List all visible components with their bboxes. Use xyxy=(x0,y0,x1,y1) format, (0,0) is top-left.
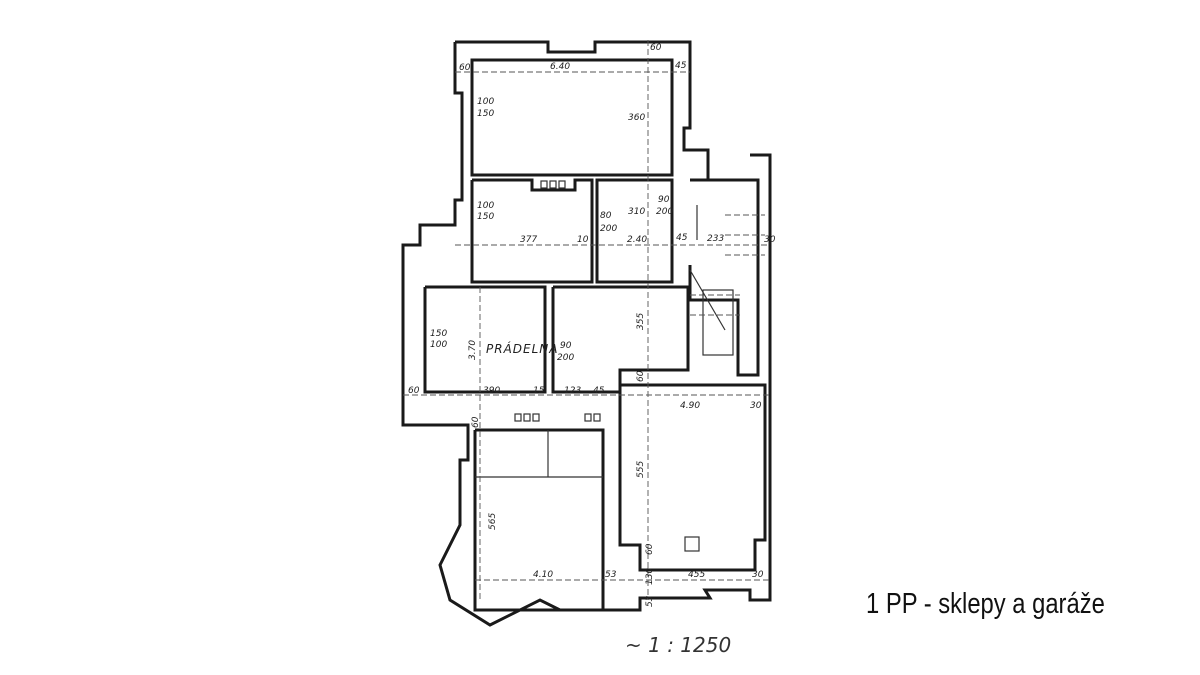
dim: 390 xyxy=(483,386,500,396)
dim: 2.40 xyxy=(627,235,647,245)
dim: 60 xyxy=(636,370,646,382)
dimension-labels: 60 6.40 60 45 100 150 360 100 150 377 10… xyxy=(408,43,776,607)
dim: 30 xyxy=(752,570,764,580)
dim: 53 xyxy=(605,570,617,580)
room-label-pradelna: PRÁDELNA xyxy=(486,341,558,356)
stairs xyxy=(689,205,765,356)
dim: 60 xyxy=(471,416,481,428)
dim: 3.70 xyxy=(468,340,478,360)
dim: 100 xyxy=(477,201,494,211)
dim: 555 xyxy=(636,461,646,478)
room-middle-right xyxy=(595,178,674,284)
dim: 565 xyxy=(488,513,498,530)
dim: 60 xyxy=(408,386,420,396)
dim: 45 xyxy=(675,61,687,71)
dim: 123 xyxy=(564,386,581,396)
plan-caption: 1 PP - sklepy a garáže xyxy=(866,588,1105,620)
dim: 80 xyxy=(600,211,612,221)
dim: 150 xyxy=(477,109,494,119)
dim: 45 xyxy=(676,233,688,243)
dim: 30 xyxy=(750,401,762,411)
dim: 100 xyxy=(477,97,494,107)
dim: 455 xyxy=(688,570,705,580)
dim: 60 xyxy=(459,63,471,73)
dim: 4.10 xyxy=(533,570,553,580)
dim: 100 xyxy=(430,340,447,350)
room-pradelna xyxy=(423,285,547,394)
dim: 310 xyxy=(628,207,645,217)
dim: 15 xyxy=(533,386,545,396)
dim: 6.40 xyxy=(550,62,570,72)
dim: 10 xyxy=(577,235,589,245)
room-lower-left xyxy=(473,428,605,612)
dim: 4.90 xyxy=(680,401,700,411)
dim: 90 xyxy=(560,341,572,351)
dim: 360 xyxy=(628,113,645,123)
walls xyxy=(401,40,772,627)
dim: 150 xyxy=(477,212,494,222)
dim: 355 xyxy=(636,313,646,330)
dim: 233 xyxy=(707,234,724,244)
dim: 150 xyxy=(430,329,447,339)
room-top xyxy=(470,58,674,177)
dim: 130 xyxy=(645,568,655,585)
dim: 60 xyxy=(645,543,655,555)
dim: 60 xyxy=(650,43,662,53)
scale-label: ~ 1 : 1250 xyxy=(625,633,731,657)
dim: 90 xyxy=(658,195,670,205)
dim: 45 xyxy=(593,386,605,396)
dim: 200 xyxy=(557,353,574,363)
dim: 200 xyxy=(600,224,617,234)
dim: 53 xyxy=(645,595,655,607)
dim: 200 xyxy=(656,207,673,217)
dim: 377 xyxy=(520,235,537,245)
dim: 30 xyxy=(764,235,776,245)
garage xyxy=(618,383,767,572)
